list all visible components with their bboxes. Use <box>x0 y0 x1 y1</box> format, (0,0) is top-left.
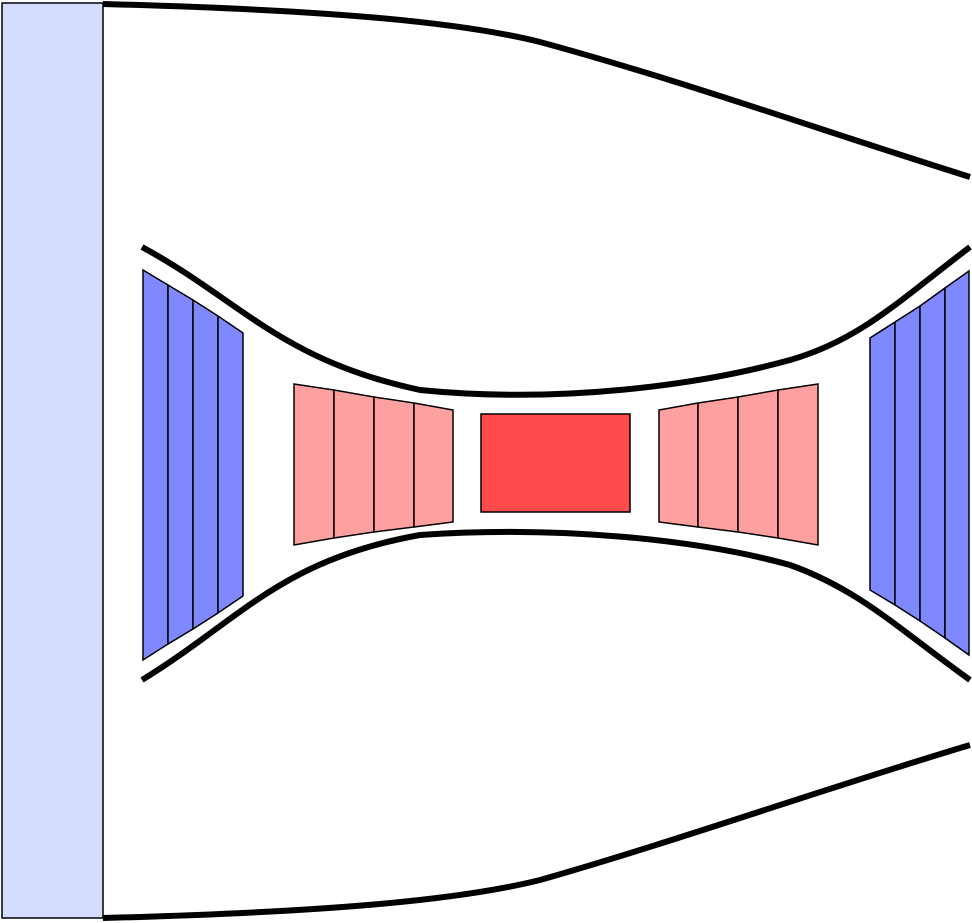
turbine-stage <box>777 383 819 546</box>
compressor-stage <box>217 314 244 615</box>
turbine-stage <box>658 402 699 528</box>
turbine-stage <box>697 396 739 533</box>
high-pressure-turbine <box>658 383 819 546</box>
turbine-stage <box>737 389 779 539</box>
low-pressure-compressor <box>142 268 244 662</box>
core-casing-bottom <box>140 528 972 683</box>
turbine-stage <box>869 320 896 607</box>
compressor-stage <box>373 396 415 533</box>
compressor-stage <box>167 283 194 646</box>
compressor-stage <box>142 268 169 662</box>
turbine-stage <box>919 286 946 640</box>
compressor-stage <box>333 389 375 539</box>
turbine-stage <box>944 269 970 657</box>
fan <box>1 2 104 919</box>
compressor-stage <box>293 383 335 546</box>
high-pressure-compressor <box>293 383 454 546</box>
low-pressure-turbine <box>869 269 970 657</box>
core-casing-top <box>140 244 972 398</box>
compressor-stage <box>192 298 219 631</box>
turbine-stage <box>894 304 921 623</box>
nacelle-outer-top <box>102 1 971 180</box>
nacelle-outer-bottom <box>102 742 971 921</box>
compressor-stage <box>413 402 454 528</box>
combustion-chamber <box>480 413 631 513</box>
